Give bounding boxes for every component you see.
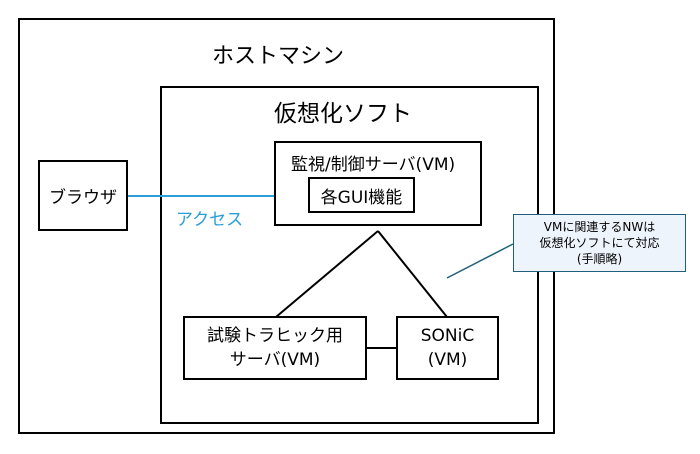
network-note-callout: VMに関連するNWは 仮想化ソフトにて対応 (手順略) (513, 214, 686, 272)
sonic-line2: (VM) (427, 350, 468, 370)
access-label: アクセス (176, 210, 244, 230)
gui-functions-label: 各GUI機能 (320, 187, 403, 208)
virtualization-label: 仮想化ソフト (274, 101, 412, 127)
browser-box: ブラウザ (38, 160, 128, 231)
sonic-box: SONiC (VM) (396, 316, 499, 380)
traffic-server-line2: サーバ(VM) (229, 350, 321, 370)
host-machine-label: ホストマシン (212, 44, 345, 69)
note-line2: 仮想化ソフトにて対応 (539, 236, 660, 250)
gui-functions-box: 各GUI機能 (308, 177, 415, 213)
traffic-server-line1: 試験トラヒック用 (207, 326, 343, 346)
traffic-server-box: 試験トラヒック用 サーバ(VM) (183, 316, 367, 380)
note-line3: (手順略) (576, 252, 623, 266)
mgmt-server-label: 監視/制御サーバ(VM) (291, 155, 456, 175)
sonic-line1: SONiC (420, 326, 475, 346)
browser-label: ブラウザ (49, 188, 117, 208)
note-line1: VMに関連するNWは (543, 220, 656, 234)
